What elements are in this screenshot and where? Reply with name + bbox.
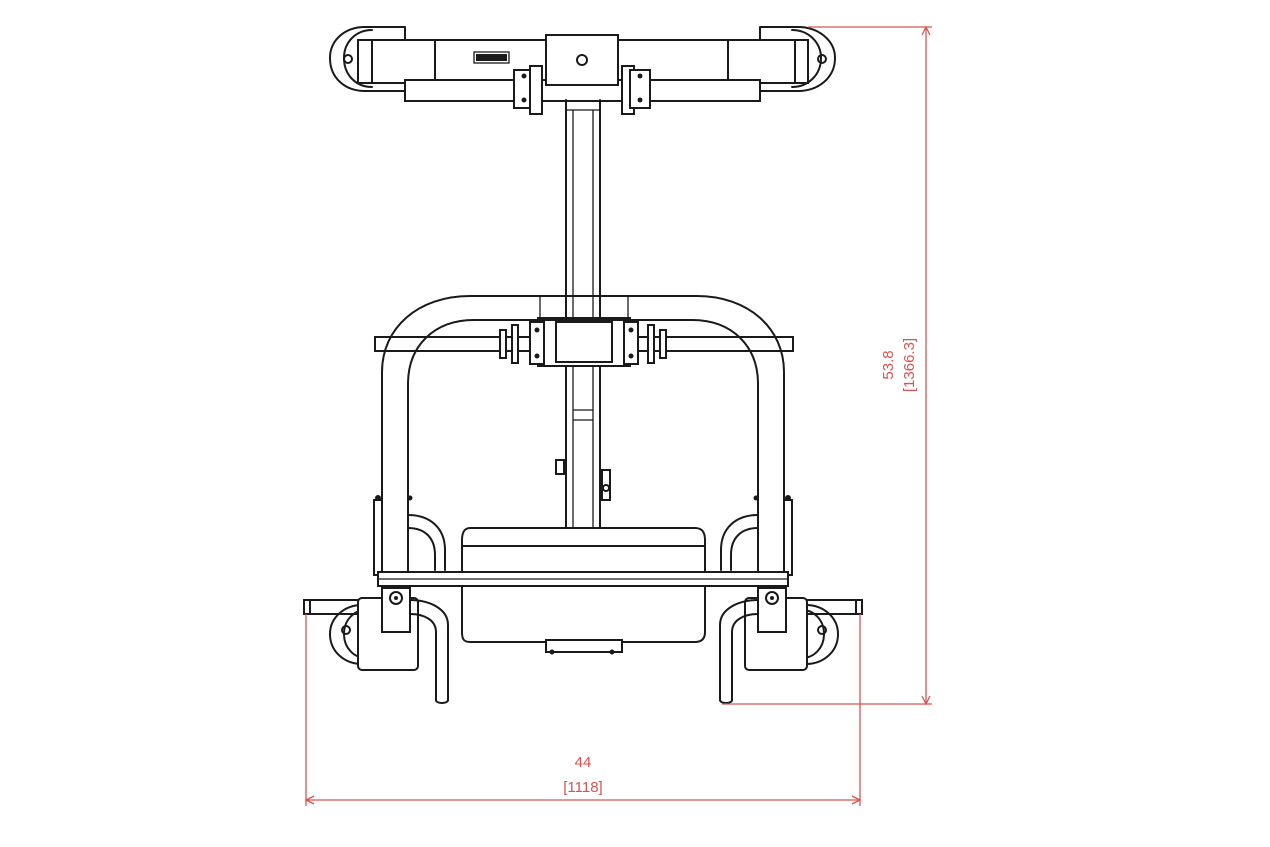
side-guards — [407, 514, 759, 571]
top-right-roller — [759, 26, 836, 92]
height-imperial-label: 53.8 — [880, 350, 897, 379]
top-handle-assembly — [329, 26, 836, 115]
width-dimension — [304, 614, 862, 806]
central-post — [555, 99, 611, 531]
middle-cross-bar — [374, 296, 794, 367]
seat-pad — [461, 527, 706, 655]
width-imperial-label: 44 — [575, 754, 592, 771]
height-metric-label: [1366.3] — [901, 338, 918, 392]
seat-handles — [409, 599, 759, 704]
arch-frame — [373, 295, 793, 581]
height-dimension — [722, 25, 932, 706]
adjustment-brackets — [381, 587, 787, 633]
width-metric-label: [1118] — [563, 779, 602, 796]
top-left-roller — [329, 26, 406, 92]
